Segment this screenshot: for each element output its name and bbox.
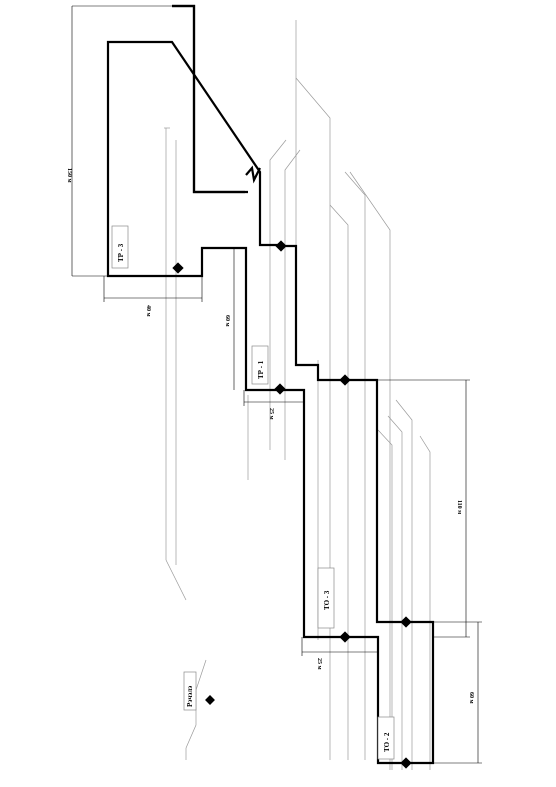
track-line [284,149,301,460]
to2-box [377,716,395,760]
tp3-box [111,225,129,269]
to3-label: ТО - 3 [323,590,331,610]
signal-diamond [339,374,351,386]
station-box [183,671,197,711]
to2-label: ТО - 2 [383,732,391,752]
track-line [329,204,349,760]
signal-diamond [274,383,286,395]
dim-150-label: 150 м [66,168,72,183]
dim-60a-label: 60 м [224,315,230,327]
track-line [349,171,391,770]
tp1-label: ТР - 1 [257,360,265,379]
station-label: Рэчэлэ [186,686,194,707]
track-line [419,435,431,770]
dim-60b-label: 60 м [468,692,474,704]
tp3-label: ТР - 3 [117,243,125,262]
track-line [387,415,403,770]
dim-40-label: 40 м [145,305,151,317]
dim-110-label: 110 м [456,500,462,514]
signal-diamond [339,631,351,643]
building-outline [106,4,435,765]
tp1-box [251,345,269,385]
track-line [377,429,393,770]
track-lines [164,20,431,770]
dim-25a-label: 25 м [268,408,274,420]
dim-25b-label: 25 м [316,658,322,670]
dimension-lines: 150 м 40 м 60 м 25 м 110 м 25 м 60 м [66,5,482,764]
to3-box [317,567,335,629]
signal-diamond [205,695,215,705]
track-line [165,559,187,601]
track-line [295,77,331,760]
track-line [344,171,366,760]
signal-diamond [172,262,184,274]
track-line [395,399,413,770]
signals [172,240,412,769]
track-line [269,139,287,450]
building-outline [172,4,245,194]
